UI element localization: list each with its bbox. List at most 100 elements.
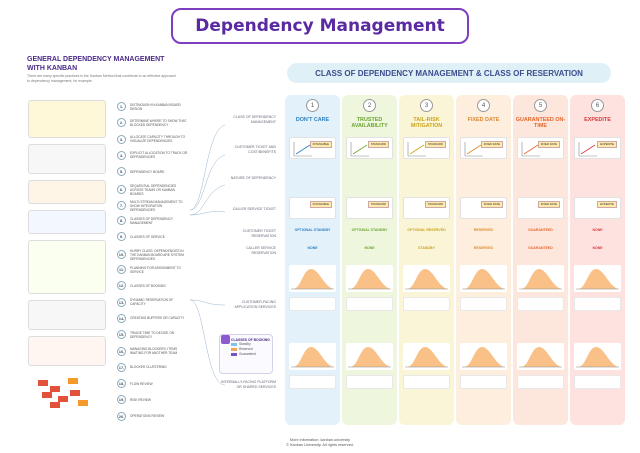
- step-number: 12.: [117, 281, 126, 291]
- dependency-card: EXPEDITE: [574, 137, 621, 159]
- step-number: 6.: [117, 185, 126, 194]
- title-banner: Dependency Management: [171, 8, 469, 44]
- lead-time-chart-internal: [460, 343, 507, 370]
- customer-reservation: OPTIONAL RESERVED: [407, 228, 446, 232]
- caller-card: EXPEDITE: [574, 197, 621, 219]
- lead-time-chart-internal: [289, 343, 336, 370]
- step-item: 12. CLASSES OF BOOKING: [117, 281, 188, 291]
- step-item: 3.ALLOCATE CAPACITY THROUGH TO VISUALIZE…: [117, 134, 188, 144]
- left-section-title: GENERAL DEPENDENCY MANAGEMENT WITH KANBA…: [27, 56, 165, 72]
- class-number: 6: [591, 99, 604, 112]
- booking-table-internal: [517, 375, 564, 389]
- customer-reservation: NONE: [592, 228, 603, 232]
- card-tag: FIXED DATE: [537, 141, 560, 148]
- step-label: DYNAMIC RESERVATION OF CAPACITY: [130, 298, 174, 307]
- thumbnail-board-2: [28, 144, 106, 174]
- step-label: FLOW REVIEW: [130, 381, 153, 386]
- step-number: 19.: [117, 395, 126, 405]
- booking-table-internal: [460, 375, 507, 389]
- booking-table: [460, 297, 507, 311]
- booking-table-internal: [574, 375, 621, 389]
- step-number: 17.: [117, 362, 126, 372]
- step-label: HURRY CLASS: DEPENDENCIES IN THE KANBAN …: [130, 248, 184, 261]
- step-item: 17. BLOCKER CLUSTERING: [117, 362, 188, 372]
- step-number: 11.: [117, 265, 126, 274]
- thumbnail-board-5: [28, 240, 106, 294]
- card-tag: STANDARD: [424, 201, 446, 208]
- customer-reservation: OPTIONAL STANDBY: [351, 228, 388, 232]
- step-number: 7.: [117, 201, 126, 211]
- booking-table-internal: [346, 375, 393, 389]
- row-label: CUSTOMER TICKET AND COST/BENEFITS: [234, 145, 276, 154]
- calendar-icon: [221, 335, 230, 344]
- legend-swatch: [231, 343, 237, 346]
- caller-reservation: STANDBY: [418, 246, 435, 250]
- risk-curve-icon: [407, 142, 426, 157]
- risk-curve-icon: [521, 142, 540, 157]
- customer-reservation: OPTIONAL STANDBY: [294, 228, 331, 232]
- caller-reservation: NONE: [307, 246, 318, 250]
- card-tag: EXPEDITE: [597, 201, 617, 208]
- legend-label: Guaranteed: [239, 352, 256, 356]
- step-item: 1.DISTINGUISH IN KANBAN BOARD DESIGN: [117, 102, 188, 111]
- step-item: 10. HURRY CLASS: DEPENDENCIES IN THE KANB…: [117, 249, 188, 261]
- lead-time-chart: [403, 265, 450, 292]
- step-item: 11.PLANNING FOR ASSIGNMENT TO SERVICE: [117, 265, 188, 274]
- step-number: 13.: [117, 297, 126, 307]
- step-number: 2.: [117, 118, 126, 128]
- legend-swatch: [231, 353, 237, 356]
- lead-time-chart-internal: [403, 343, 450, 370]
- step-label: ALLOCATE CAPACITY THROUGH TO VISUALIZE D…: [130, 135, 186, 144]
- dependency-card: FIXED DATE: [460, 137, 507, 159]
- step-label: OPERATIONS REVIEW: [130, 414, 165, 419]
- card-tag: STANDARD: [424, 141, 446, 148]
- thumbnail-board-7: [28, 336, 106, 366]
- step-label: MANAGING BLOCKERS: ITEMS WAITING FOR ANO…: [130, 347, 178, 355]
- legend-item: Reserved: [231, 347, 272, 352]
- step-number: 20.: [117, 411, 126, 421]
- step-number: 8.: [117, 216, 126, 226]
- step-item: 13. DYNAMIC RESERVATION OF CAPACITY: [117, 297, 188, 307]
- thumbnail-board-3: [28, 180, 106, 204]
- class-name: FIXED DATE: [467, 117, 500, 123]
- caller-card: FIXED DATE: [517, 197, 564, 219]
- card-tag: INTANGIBLE: [309, 201, 332, 208]
- legend-title: CLASSES OF BOOKING: [231, 338, 270, 342]
- risk-curve-icon: [293, 142, 312, 157]
- page-title: Dependency Management: [195, 16, 445, 36]
- step-number: 10.: [117, 250, 126, 260]
- dependency-card: INTANGIBLE: [289, 137, 336, 159]
- step-label: CREATING BUFFERS OR CAPACITY: [130, 316, 185, 321]
- booking-table: [517, 297, 564, 311]
- class-number: 2: [363, 99, 376, 112]
- booking-table: [574, 297, 621, 311]
- caller-reservation: NONE: [592, 246, 603, 250]
- step-item: 15.TRIAGE TIME TO DECIDE ON DEPENDENCY: [117, 330, 188, 340]
- dependency-card: FIXED DATE: [517, 137, 564, 159]
- step-item: 2.DETERMINE WHERE TO SHOW THAT BLOCKED D…: [117, 118, 188, 128]
- step-label: SEQUENTIAL DEPENDENCIES ACROSS TEAMS OR …: [130, 183, 177, 196]
- step-label: CLASSES OF BOOKING: [130, 283, 166, 288]
- step-label: BLOCKER CLUSTERING: [130, 365, 167, 370]
- caller-card: FIXED DATE: [460, 197, 507, 219]
- class-name: DON'T CARE: [295, 117, 330, 123]
- step-label: EXPLICIT ALLOCATION TO TRACK OR DEPENDEN…: [130, 151, 188, 160]
- row-label: CUSTOMER-FACING APPLICATION SERVICES: [234, 300, 277, 309]
- class-banner: CLASS OF DEPENDENCY MANAGEMENT & CLASS O…: [287, 63, 611, 83]
- step-item: 8.CLASSES OF DEPENDENCY MANAGEMENT: [117, 216, 188, 226]
- step-number: 16.: [117, 346, 126, 356]
- step-number: 15.: [117, 330, 126, 340]
- row-label: CALLER SERVICE TICKET: [232, 207, 276, 211]
- customer-reservation: GUARANTEED: [528, 228, 553, 232]
- class-number: 1: [306, 99, 319, 112]
- left-section-description: There are many specific practices in the…: [27, 74, 176, 83]
- legend-label: Standby: [239, 342, 251, 346]
- blocker-cluster-illustration: [38, 378, 88, 408]
- booking-table-internal: [403, 375, 450, 389]
- lead-time-chart-internal: [517, 343, 564, 370]
- caller-card: INTANGIBLE: [289, 197, 336, 219]
- caller-reservation: GUARANTEED: [528, 246, 553, 250]
